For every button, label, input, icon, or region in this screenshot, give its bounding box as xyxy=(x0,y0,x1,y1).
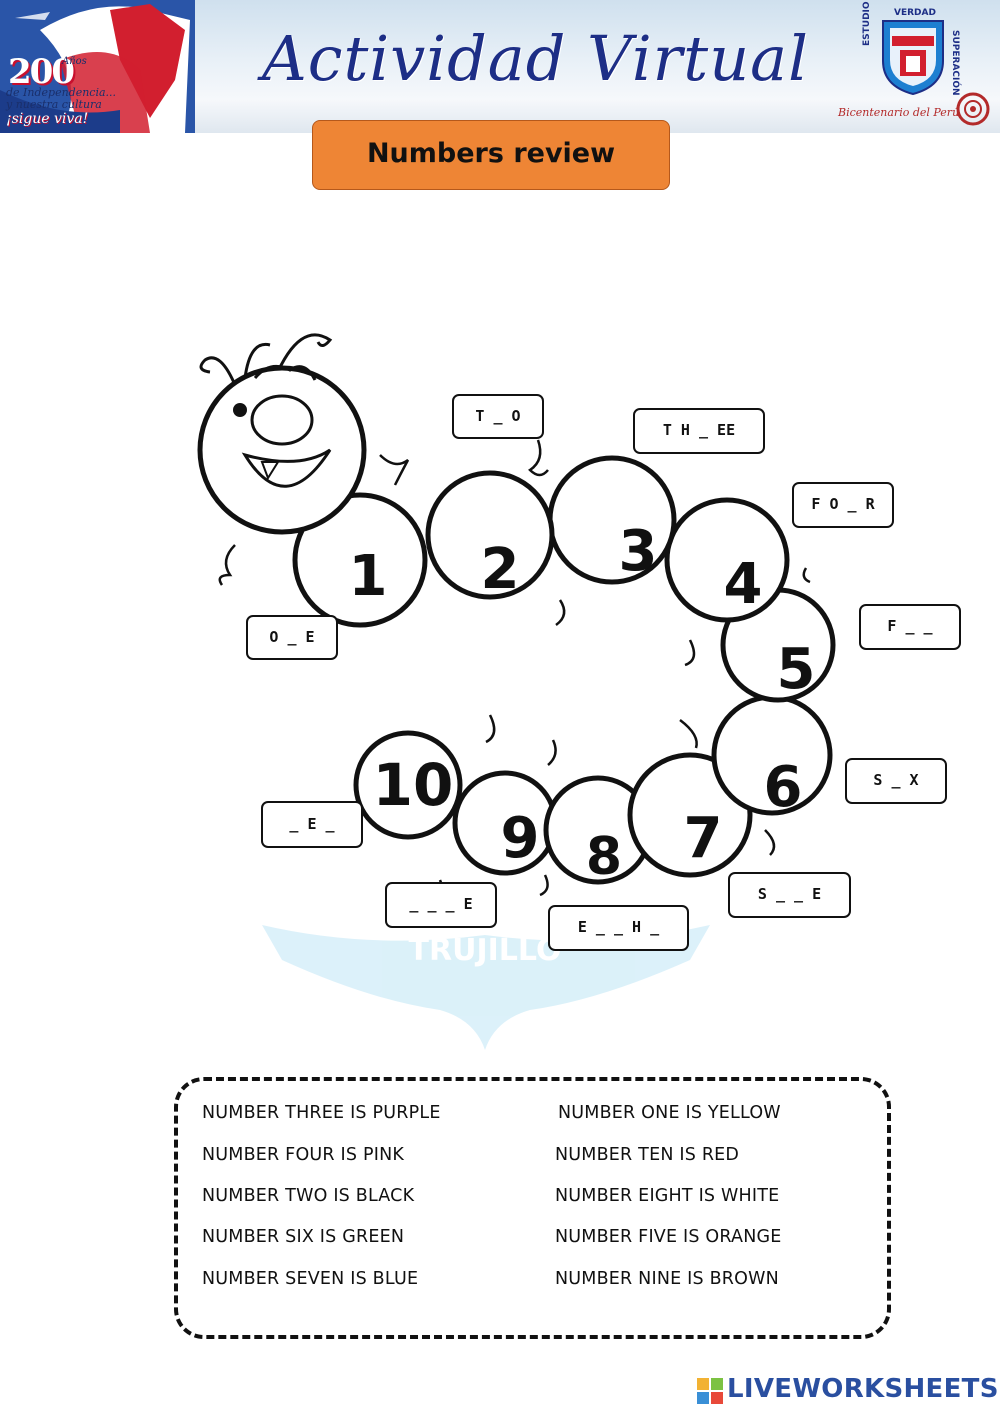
crest-verdad-label: VERDAD xyxy=(894,8,936,18)
instruction-right-3: NUMBER EIGHT IS WHITE xyxy=(555,1186,780,1206)
logo-text-anos: Años xyxy=(62,56,87,67)
caterpillar-head xyxy=(197,364,367,535)
instruction-left-1: NUMBER THREE IS PURPLE xyxy=(202,1103,441,1123)
instruction-right-2: NUMBER TEN IS RED xyxy=(555,1145,740,1165)
color-instructions-box xyxy=(174,1077,891,1339)
peru-flag-graphic xyxy=(0,0,195,133)
hint-box-nine: _ _ _ E xyxy=(385,882,497,928)
hint-box-three: T H _ EE xyxy=(633,408,765,454)
segment-number-1: 1 xyxy=(349,544,388,609)
hint-box-four: F O _ R xyxy=(792,482,894,528)
banner-title: Actividad Virtual xyxy=(262,22,809,95)
instruction-right-1: NUMBER ONE IS YELLOW xyxy=(558,1103,781,1123)
school-crest-icon xyxy=(882,20,944,96)
bicentennial-200-logo: 200 xyxy=(8,52,75,92)
hint-box-seven: S _ _ E xyxy=(728,872,851,918)
instruction-left-3: NUMBER TWO IS BLACK xyxy=(202,1186,415,1206)
hint-box-five: F _ _ xyxy=(859,604,961,650)
header-banner: 200 Años de Independencia... y nuestra c… xyxy=(0,0,1000,133)
liveworksheets-logo[interactable]: LIVEWORKSHEETS xyxy=(697,1374,999,1408)
segment-number-6: 6 xyxy=(764,755,803,820)
hint-box-six: S _ X xyxy=(845,758,947,804)
instruction-right-5: NUMBER NINE IS BROWN xyxy=(555,1269,779,1289)
segment-number-4: 4 xyxy=(724,552,763,617)
instruction-left-5: NUMBER SEVEN IS BLUE xyxy=(202,1269,419,1289)
instruction-right-4: NUMBER FIVE IS ORANGE xyxy=(555,1227,782,1247)
logo-text-sigue-viva: ¡sigue viva! xyxy=(6,111,89,127)
hint-box-two: T _ O xyxy=(452,394,544,439)
segment-number-5: 5 xyxy=(777,637,816,702)
liveworksheets-icon xyxy=(697,1378,723,1404)
segment-number-8: 8 xyxy=(586,827,622,887)
watermark-text: TRUJILLO xyxy=(409,933,562,968)
watermark-shield: TRUJILLO xyxy=(262,925,710,1050)
hint-box-one: O _ E xyxy=(246,615,338,660)
segment-number-10: 10 xyxy=(373,751,454,819)
segment-number-3: 3 xyxy=(619,519,658,584)
hint-box-eight: E _ _ H _ xyxy=(548,905,689,951)
instruction-left-4: NUMBER SIX IS GREEN xyxy=(202,1227,405,1247)
segment-number-9: 9 xyxy=(501,806,540,871)
logo-text-independencia: de Independencia... xyxy=(6,86,117,99)
logo-text-cultura: y nuestra cultura xyxy=(6,98,102,111)
liveworksheets-brand: LIVEWORKSHEETS xyxy=(727,1374,999,1404)
page-title: Numbers review xyxy=(312,120,670,190)
hint-box-ten: _ E _ xyxy=(261,801,363,848)
bicentenario-emblem-icon xyxy=(956,92,990,126)
segment-number-7: 7 xyxy=(684,806,723,871)
instruction-left-2: NUMBER FOUR IS PINK xyxy=(202,1145,405,1165)
bicentenario-text: Bicentenario del Perú xyxy=(838,106,960,119)
segment-number-2: 2 xyxy=(481,537,520,602)
